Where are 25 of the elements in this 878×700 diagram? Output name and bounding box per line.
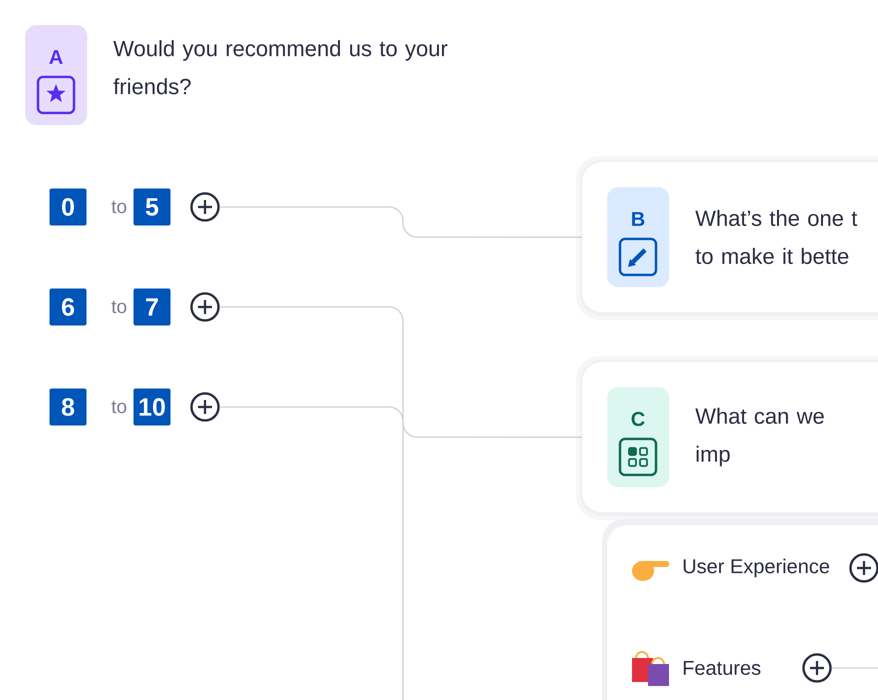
number-badge: 0	[50, 188, 86, 226]
option-label: Features	[684, 661, 760, 675]
question-badge: B	[607, 187, 670, 288]
add-button	[190, 192, 220, 222]
number-badge: 6	[50, 288, 86, 326]
number-badge: 7	[134, 288, 170, 326]
connector-line	[832, 667, 878, 669]
range-word: to	[112, 400, 126, 414]
question-text: Would you recommend us to your friends?	[113, 40, 448, 94]
add-button	[190, 392, 220, 422]
option-label: User Experience	[684, 558, 830, 578]
range-word: to	[112, 200, 126, 214]
connector-line	[220, 406, 404, 700]
question-badge: C	[607, 387, 670, 488]
number-badge: 8	[50, 388, 86, 426]
number-badge: 10	[134, 388, 170, 426]
connector-line	[220, 206, 582, 238]
add-button	[190, 292, 220, 322]
question-badge: A	[25, 25, 88, 126]
add-button	[802, 653, 832, 683]
add-button	[849, 553, 878, 583]
connector-line	[220, 306, 582, 438]
number-badge: 5	[134, 188, 170, 226]
range-word: to	[112, 300, 126, 314]
option-panel	[602, 518, 878, 700]
